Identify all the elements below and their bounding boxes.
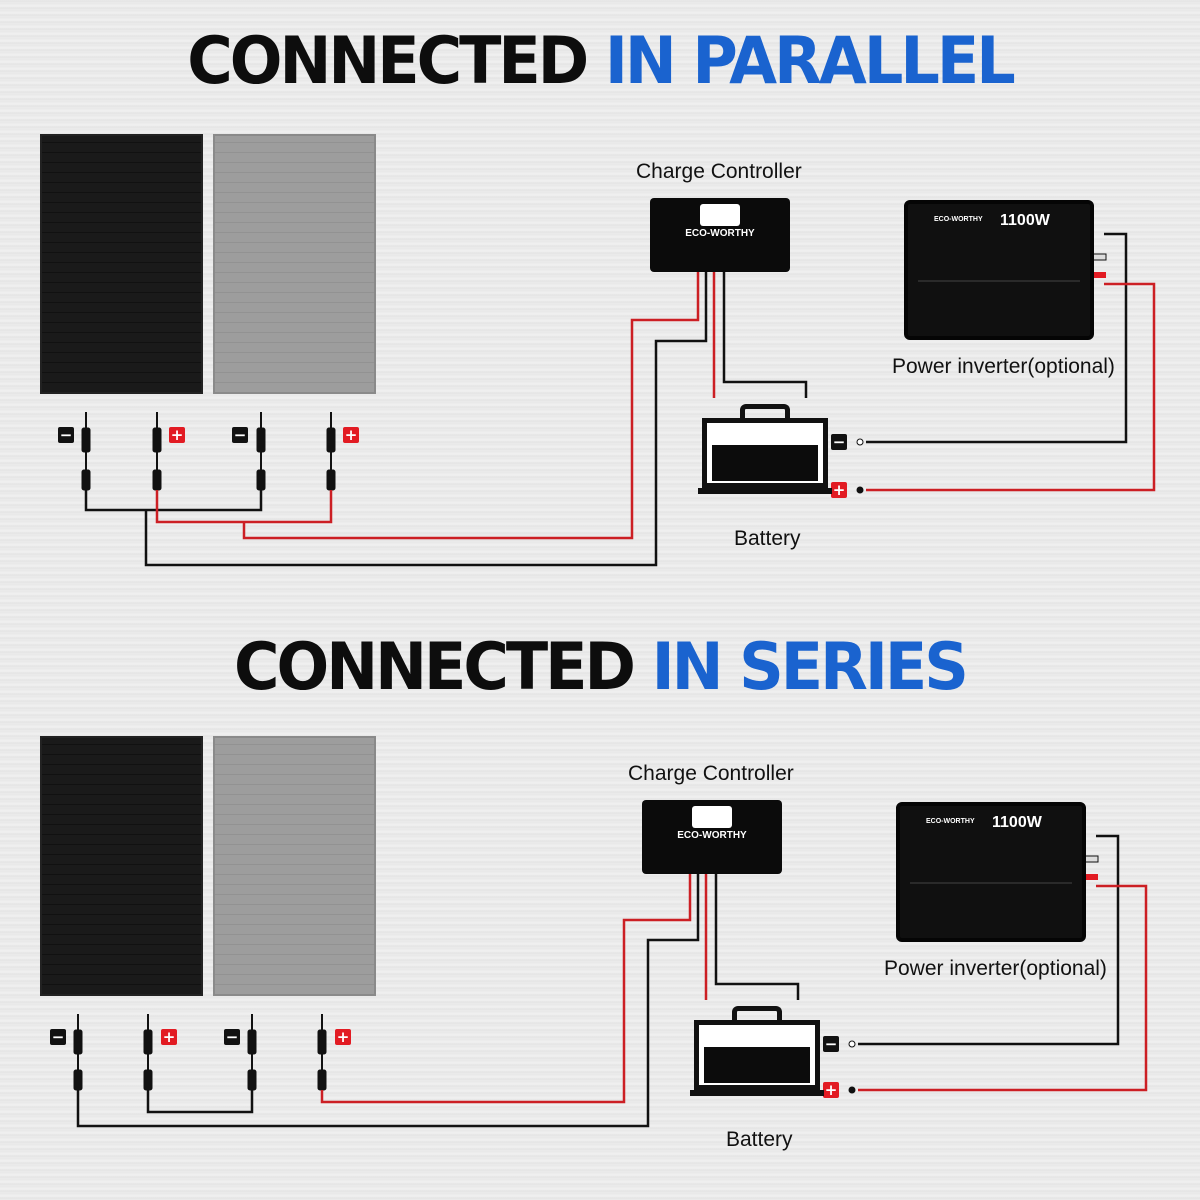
inverter-wattage: 1100W [1000,212,1050,229]
series-charge-controller: ECO-WORTHY [642,800,782,874]
parallel-batt-inv-red [866,282,1156,492]
series-title-dark: CONNECTED [234,628,636,705]
series-title-blue: IN SERIES [651,628,969,705]
inverter-wattage: 1100W [992,814,1042,831]
controller-screen [692,806,732,828]
parallel-charge-controller: ECO-WORTHY [650,198,790,272]
plus-icon: + [169,426,185,444]
parallel-solar-panel-2 [213,134,376,394]
series-battery [690,1006,824,1098]
parallel-battery [698,404,832,496]
series-mc4-connectors [73,1014,327,1102]
parallel-inverter-label: Power inverter(optional) [892,355,1115,378]
plus-icon: + [823,1081,839,1099]
minus-icon: − [831,433,847,451]
controller-screen [700,204,740,226]
series-title: CONNECTED IN SERIES [0,628,1200,705]
series-ctrl-batt-black [714,874,800,1000]
series-power-inverter: ECO-WORTHY 1100W [896,802,1086,942]
minus-icon: − [50,1028,66,1046]
inverter-brand: ECO-WORTHY [934,216,983,223]
series-battery-label: Battery [726,1128,793,1151]
series-inverter-label: Power inverter(optional) [884,957,1107,980]
parallel-ctrl-batt-black [722,272,808,398]
series-positive-main [320,874,692,1104]
parallel-positive-wire [155,490,333,524]
parallel-positive-main [242,272,700,540]
series-solar-panel-2 [213,736,376,996]
minus-icon: − [58,426,74,444]
parallel-title: CONNECTED IN PARALLEL [0,22,1200,99]
minus-icon: − [823,1035,839,1053]
series-jumper-wire [146,1090,254,1114]
series-controller-label: Charge Controller [628,762,794,785]
parallel-power-inverter: ECO-WORTHY 1100W [904,200,1094,340]
inverter-brand: ECO-WORTHY [926,818,975,825]
parallel-battery-label: Battery [734,527,801,550]
parallel-mc4-connectors [81,412,336,500]
parallel-negative-main [144,272,708,567]
minus-icon: − [224,1028,240,1046]
series-batt-inv-red [858,884,1148,1092]
controller-brand: ECO-WORTHY [685,228,755,239]
parallel-solar-panel-1 [40,134,203,394]
plus-icon: + [161,1028,177,1046]
series-solar-panel-1 [40,736,203,996]
plus-icon: + [831,481,847,499]
parallel-controller-label: Charge Controller [636,160,802,183]
minus-icon: − [232,426,248,444]
parallel-negative-wire [84,490,263,512]
series-batt-inv-black [858,834,1120,1046]
parallel-batt-inv-black [866,232,1128,444]
plus-icon: + [343,426,359,444]
parallel-title-blue: IN PARALLEL [604,22,1016,99]
plus-icon: + [335,1028,351,1046]
controller-brand: ECO-WORTHY [677,830,747,841]
series-negative-main [76,874,700,1128]
parallel-title-dark: CONNECTED [187,22,589,99]
